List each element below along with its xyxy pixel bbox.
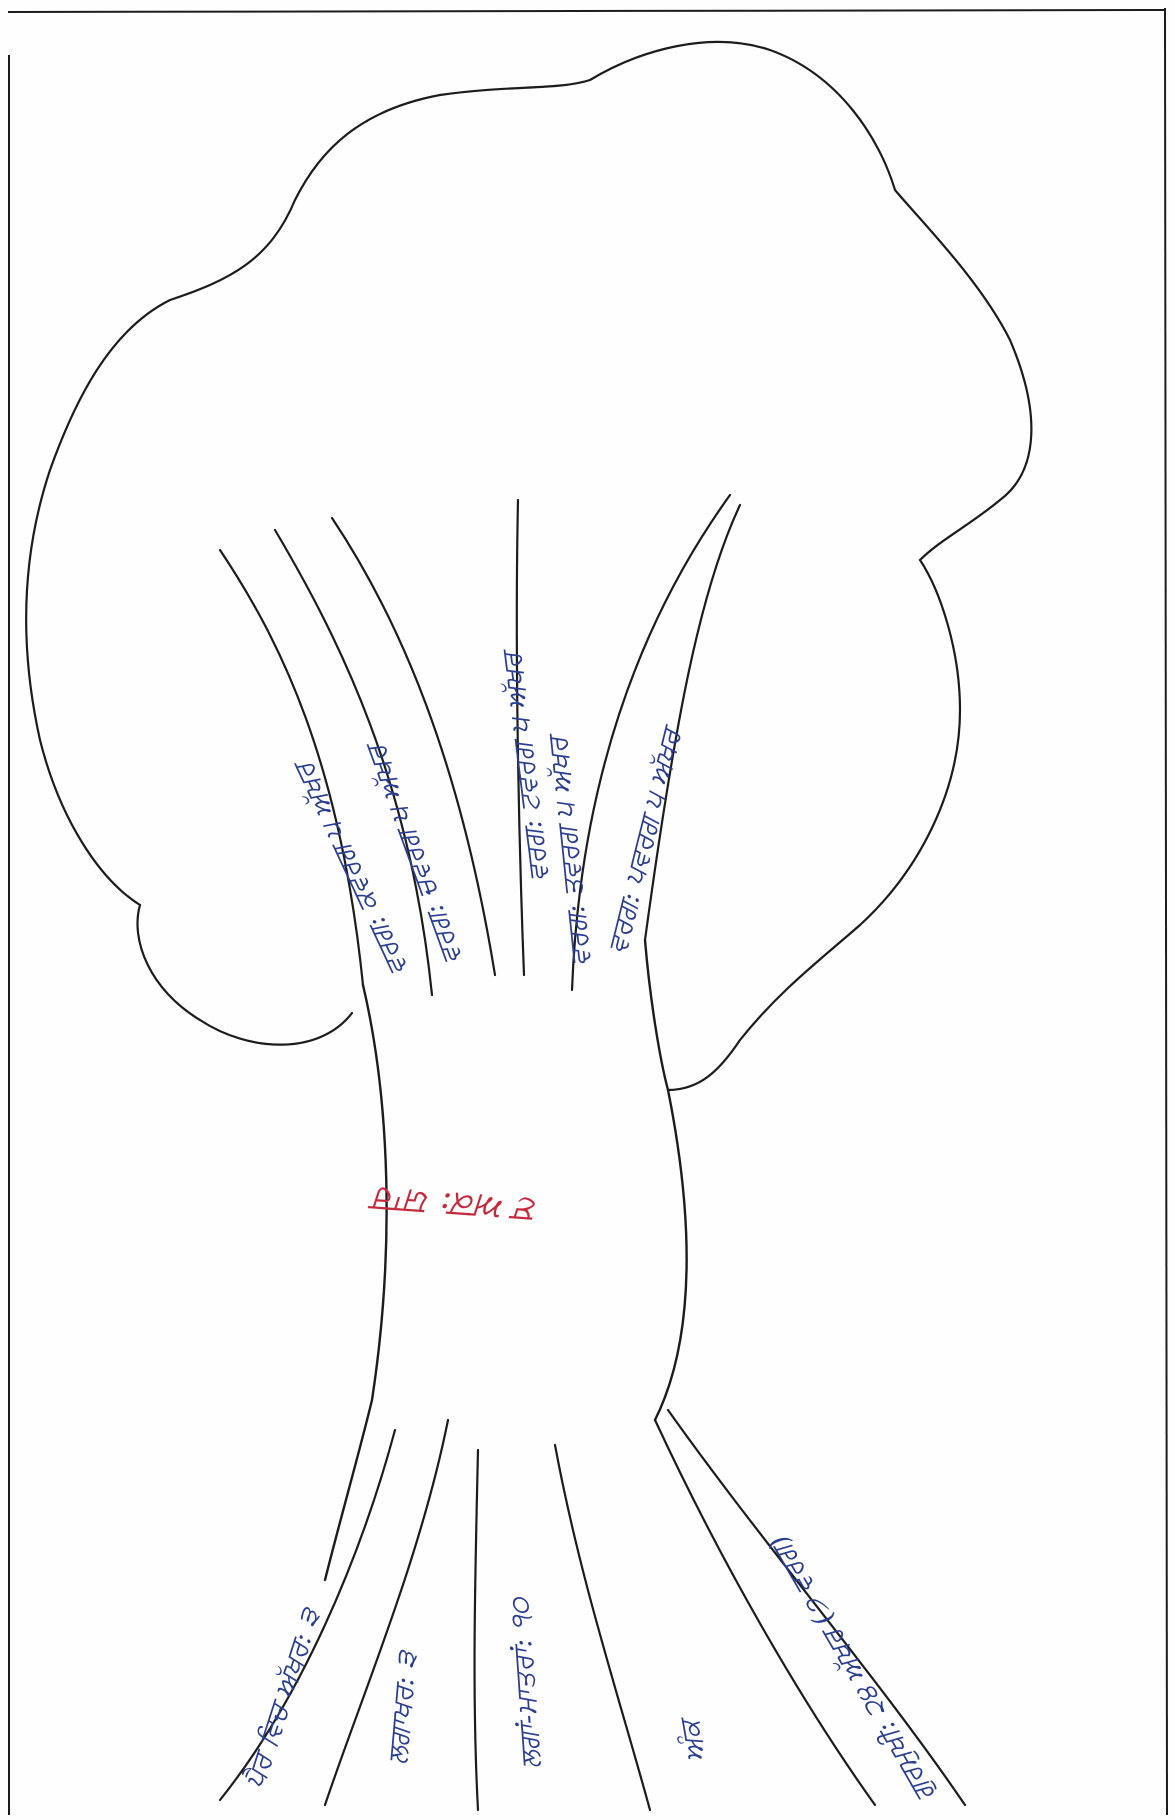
trunk-right-edge (645, 940, 687, 1420)
branch-label-5: ਵਰਗ: ਪਵਰਗ ੫ ਅੱਖਰ (602, 721, 689, 957)
trunk-label-group: ੲ ਅਕ: ਯਾਰ (366, 1179, 538, 1231)
tree-canopy-outline (26, 42, 1031, 1090)
root-label-4: ਲਗਾਖਰ: ੩ (382, 1648, 423, 1766)
branch-line-6 (645, 505, 740, 940)
root-label-2: ਅੰਕ (673, 1713, 712, 1764)
root-label-3: ਲਗਾਂ-ਮਾਤਰਾਂ: ੧੦ (504, 1595, 547, 1770)
root-labels: ਗੁਰਮੁਖੀ: ੨੪ ਅੱਖਰ (੭ ਵਰਗ) ਅੰਕ ਲਗਾਂ-ਮਾਤਰਾਂ… (238, 1530, 941, 1807)
frame-top-line (8, 10, 1165, 12)
root-label-5: ਪੈਰ ਵਿਚ ਅੱਖਰ: ੩ (238, 1603, 327, 1793)
root-lines (220, 1410, 965, 1810)
frame-right-line (1165, 8, 1167, 1815)
root-line-3 (475, 1450, 478, 1810)
branch-line-2 (275, 530, 432, 995)
branch-line-5 (572, 495, 730, 990)
root-line-4 (555, 1445, 650, 1810)
trunk-label: ੲ ਅਕ: ਯਾਰ (366, 1179, 538, 1231)
branch-line-1 (220, 550, 363, 985)
root-label-1: ਗੁਰਮੁਖੀ: ੨੪ ਅੱਖਰ (੭ ਵਰਗ) (763, 1530, 941, 1807)
